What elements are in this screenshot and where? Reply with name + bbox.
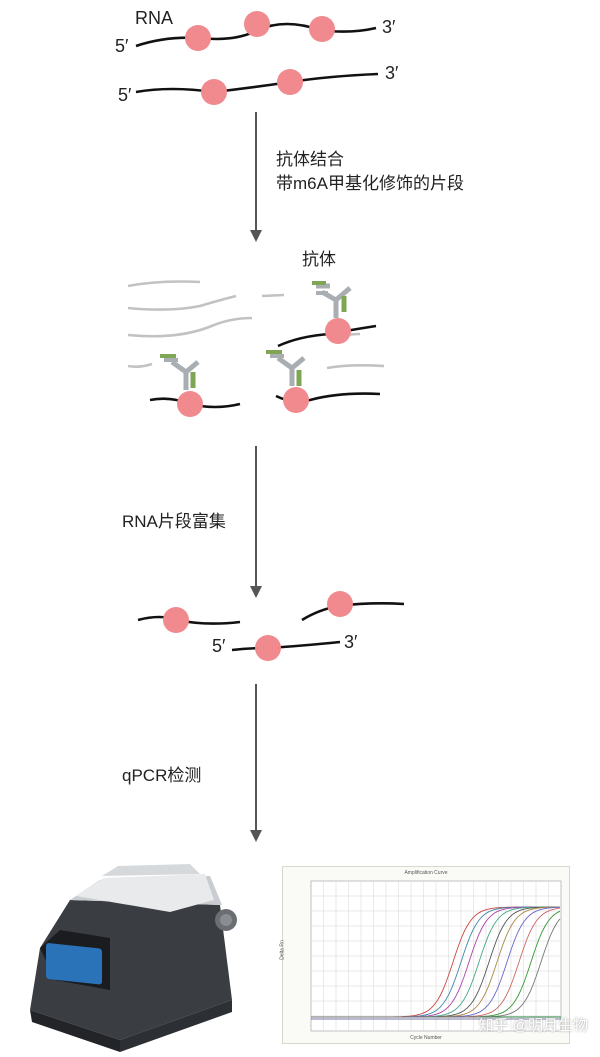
m6a-dot — [277, 69, 303, 95]
enriched-fragment — [231, 640, 341, 652]
three-prime-label-2: 3′ — [385, 63, 399, 83]
enriched-fragment — [137, 615, 241, 625]
m6a-dot — [325, 318, 351, 344]
step1-label-line2: 带m6A甲基化修饰的片段 — [276, 174, 464, 193]
arrow-head-3 — [250, 830, 262, 842]
m6a-dot — [283, 387, 309, 413]
five-prime-label-2: 5′ — [118, 85, 132, 105]
antibody-label: 抗体 — [302, 250, 336, 269]
m6a-dot — [309, 16, 335, 42]
amplification-plot — [310, 880, 562, 1032]
antibody-icon — [312, 281, 352, 318]
faded-fragment — [261, 293, 285, 298]
faded-fragment — [127, 294, 237, 311]
faded-fragment — [127, 316, 253, 338]
three-prime-label-3: 3′ — [344, 632, 358, 652]
rna-label: RNA — [135, 8, 174, 28]
amplification-curve — [311, 918, 561, 1018]
arrow-head-1 — [250, 230, 262, 242]
faded-fragment — [127, 280, 201, 288]
m6a-dot — [244, 11, 270, 37]
step1-label-line1: 抗体结合 — [276, 150, 344, 169]
step2-label: RNA片段富集 — [122, 512, 226, 531]
chart-title: Amplification Curve — [404, 870, 448, 876]
m6a-dot — [327, 591, 353, 617]
faded-fragment — [326, 364, 385, 370]
watermark: 知乎 @明月生物 — [478, 1017, 588, 1034]
three-prime-label-1: 3′ — [382, 17, 396, 37]
qpcr-instrument-illustration — [30, 864, 237, 1052]
antibody-icon — [266, 350, 306, 386]
enriched-fragment — [301, 602, 405, 622]
m6a-dot — [255, 635, 281, 661]
amplification-chart-panel: Amplification Curve Delta Rn Cycle Numbe… — [280, 866, 570, 1044]
faded-fragment — [127, 362, 153, 368]
five-prime-label-1: 5′ — [115, 36, 129, 56]
chart-xlabel: Cycle Number — [410, 1035, 442, 1041]
m6a-dot — [177, 391, 203, 417]
five-prime-label-3: 5′ — [212, 636, 226, 656]
m6a-dot — [201, 79, 227, 105]
m6a-dot — [185, 25, 211, 51]
arrow-head-2 — [250, 586, 262, 598]
step3-label: qPCR检测 — [122, 766, 202, 785]
m6a-dot — [163, 607, 189, 633]
rna-strand-2 — [135, 72, 379, 94]
antibody-icon — [160, 354, 200, 390]
